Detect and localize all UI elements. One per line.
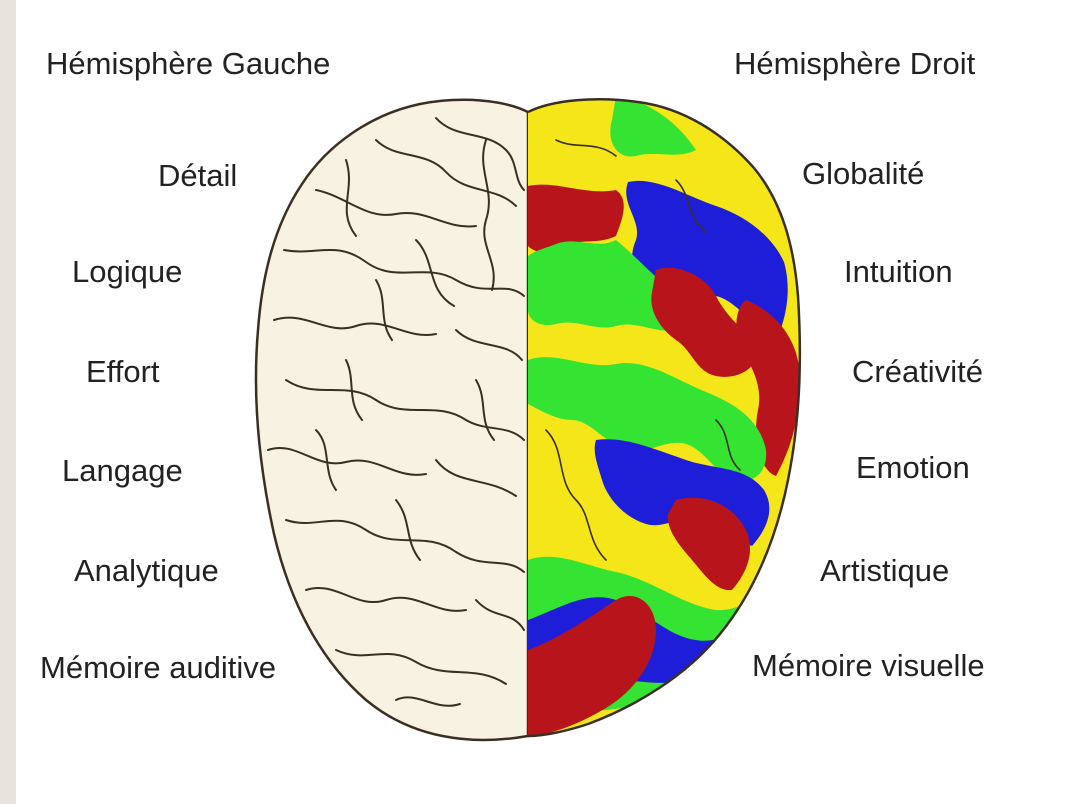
left-trait: Analytique: [74, 555, 219, 586]
right-trait: Artistique: [820, 555, 949, 586]
left-trait: Effort: [86, 356, 160, 387]
right-hemisphere-title: Hémisphère Droit: [734, 48, 975, 79]
left-trait: Logique: [72, 256, 182, 287]
left-trait: Mémoire auditive: [40, 652, 276, 683]
right-trait: Intuition: [844, 256, 953, 287]
left-trait: Langage: [62, 455, 183, 486]
left-hemisphere: [256, 100, 528, 740]
left-hemisphere-outline: [256, 100, 528, 740]
right-trait: Globalité: [802, 158, 924, 189]
right-trait: Créativité: [852, 356, 983, 387]
left-hemisphere-title: Hémisphère Gauche: [46, 48, 330, 79]
left-trait: Détail: [158, 160, 237, 191]
right-trait: Emotion: [856, 452, 970, 483]
right-trait: Mémoire visuelle: [752, 650, 985, 681]
diagram-panel: Hémisphère Gauche Hémisphère Droit Détai…: [16, 0, 1074, 804]
